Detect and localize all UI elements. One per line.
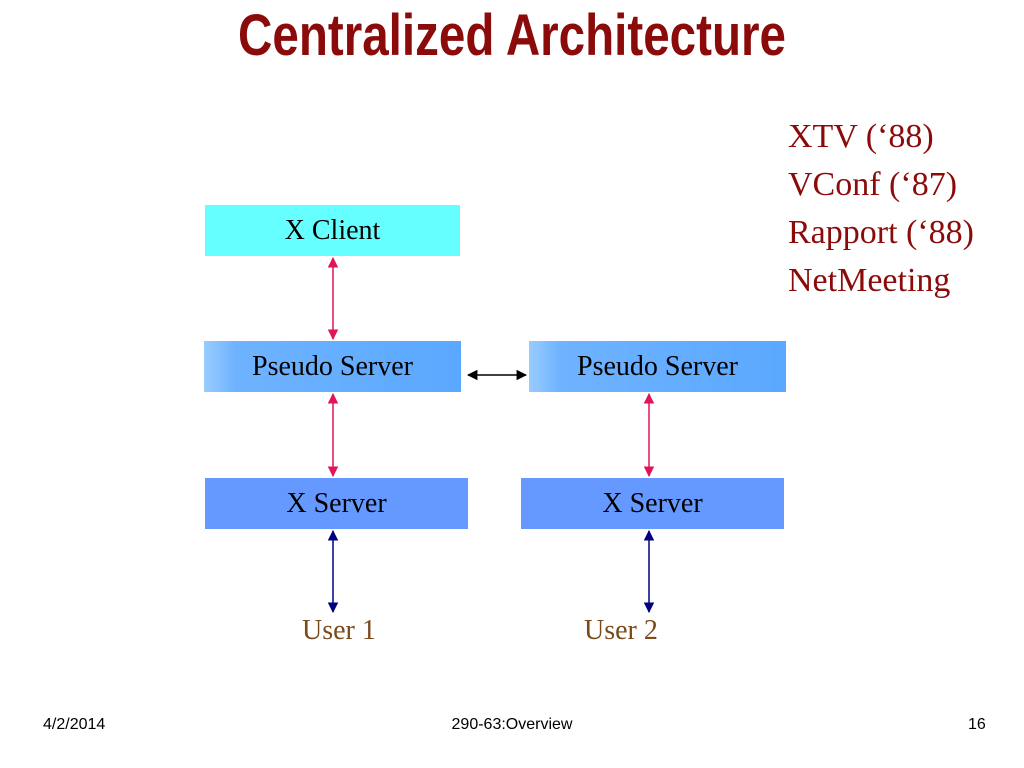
user-1-label: User 1 — [302, 615, 376, 646]
x-server-box-2: X Server — [521, 478, 784, 529]
reference-item: XTV (‘88) — [788, 118, 934, 155]
reference-item: VConf (‘87) — [788, 166, 958, 203]
x-server-label-1: X Server — [286, 487, 387, 519]
reference-list: XTV (‘88) VConf (‘87) Rapport (‘88) NetM… — [788, 113, 974, 305]
x-server-label-2: X Server — [602, 487, 703, 519]
user-2-label: User 2 — [584, 615, 658, 646]
slide-title: Centralized Architecture — [238, 3, 786, 68]
footer-page-number: 16 — [968, 716, 986, 733]
pseudo-server-label-1: Pseudo Server — [252, 350, 413, 382]
pseudo-server-box-1: Pseudo Server — [204, 341, 461, 392]
footer-date: 4/2/2014 — [43, 716, 106, 733]
footer-course: 290-63:Overview — [451, 716, 573, 733]
x-client-box: X Client — [205, 205, 460, 256]
pseudo-server-box-2: Pseudo Server — [529, 341, 786, 392]
reference-item: Rapport (‘88) — [788, 214, 975, 251]
x-server-box-1: X Server — [205, 478, 468, 529]
pseudo-server-label-2: Pseudo Server — [577, 350, 738, 382]
x-client-label: X Client — [284, 214, 381, 246]
reference-item: NetMeeting — [788, 262, 951, 299]
